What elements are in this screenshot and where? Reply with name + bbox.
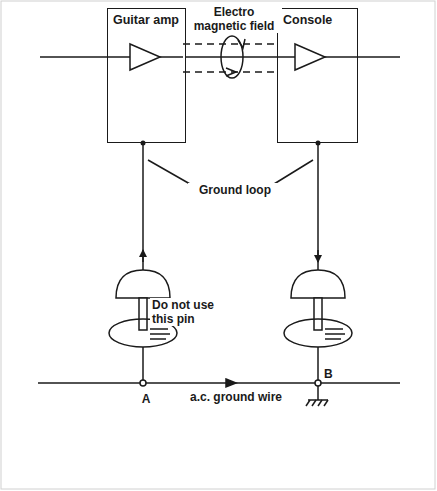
socket-line — [150, 333, 170, 335]
earth-symbol — [317, 386, 319, 400]
box-title: Guitar amp — [108, 9, 184, 31]
plug-symbol — [291, 270, 345, 298]
box-title: Console — [278, 9, 337, 31]
socket-line — [150, 328, 168, 330]
ground-wire — [142, 143, 144, 270]
device-box: Console — [277, 8, 358, 143]
terminal — [140, 380, 146, 386]
field-label: Electro magnetic field — [186, 5, 282, 33]
earth-symbol — [318, 400, 322, 406]
arrow-head — [238, 39, 245, 48]
socket-line — [325, 338, 341, 340]
signal-wire — [160, 56, 183, 58]
junction-dot — [141, 141, 146, 146]
ground-wire — [317, 143, 319, 270]
shield-line — [183, 43, 277, 45]
earth-symbol — [306, 400, 310, 406]
plug-symbol — [116, 270, 170, 298]
socket-symbol — [284, 319, 352, 347]
amplifier-symbol — [130, 44, 160, 70]
earth-symbol — [324, 400, 328, 406]
signal-wire — [325, 56, 400, 58]
socket-line — [325, 328, 343, 330]
device-box: Guitar amp — [107, 8, 186, 143]
earth-symbol — [312, 400, 316, 406]
terminal-label: A — [137, 392, 155, 406]
signal-cable — [186, 57, 277, 58]
junction-dot — [316, 141, 321, 146]
signal-wire — [40, 56, 107, 58]
shield-line — [183, 71, 277, 73]
plug-pin — [139, 298, 147, 330]
arrow-head — [317, 250, 319, 262]
socket-line — [325, 333, 345, 335]
socket-line — [150, 338, 166, 340]
leader-line — [274, 160, 313, 184]
signal-wire — [277, 56, 295, 58]
earth-symbol — [308, 399, 328, 401]
ground-wire — [317, 347, 319, 383]
pin-note: Do not use this pin — [150, 298, 226, 326]
wire-label: a.c. ground wire — [182, 390, 290, 404]
terminal-label: B — [322, 367, 340, 381]
arrow-head — [226, 379, 236, 387]
ground-wire — [142, 347, 144, 383]
ground-loop-label: Ground loop — [188, 183, 282, 197]
signal-wire — [107, 56, 130, 58]
leader-line — [148, 160, 190, 184]
amplifier-symbol — [295, 44, 325, 70]
terminal — [315, 380, 321, 386]
ac-ground-wire — [38, 382, 400, 384]
arrow-head — [226, 68, 236, 76]
plug-pin — [314, 298, 322, 330]
arrow-head — [142, 250, 144, 262]
